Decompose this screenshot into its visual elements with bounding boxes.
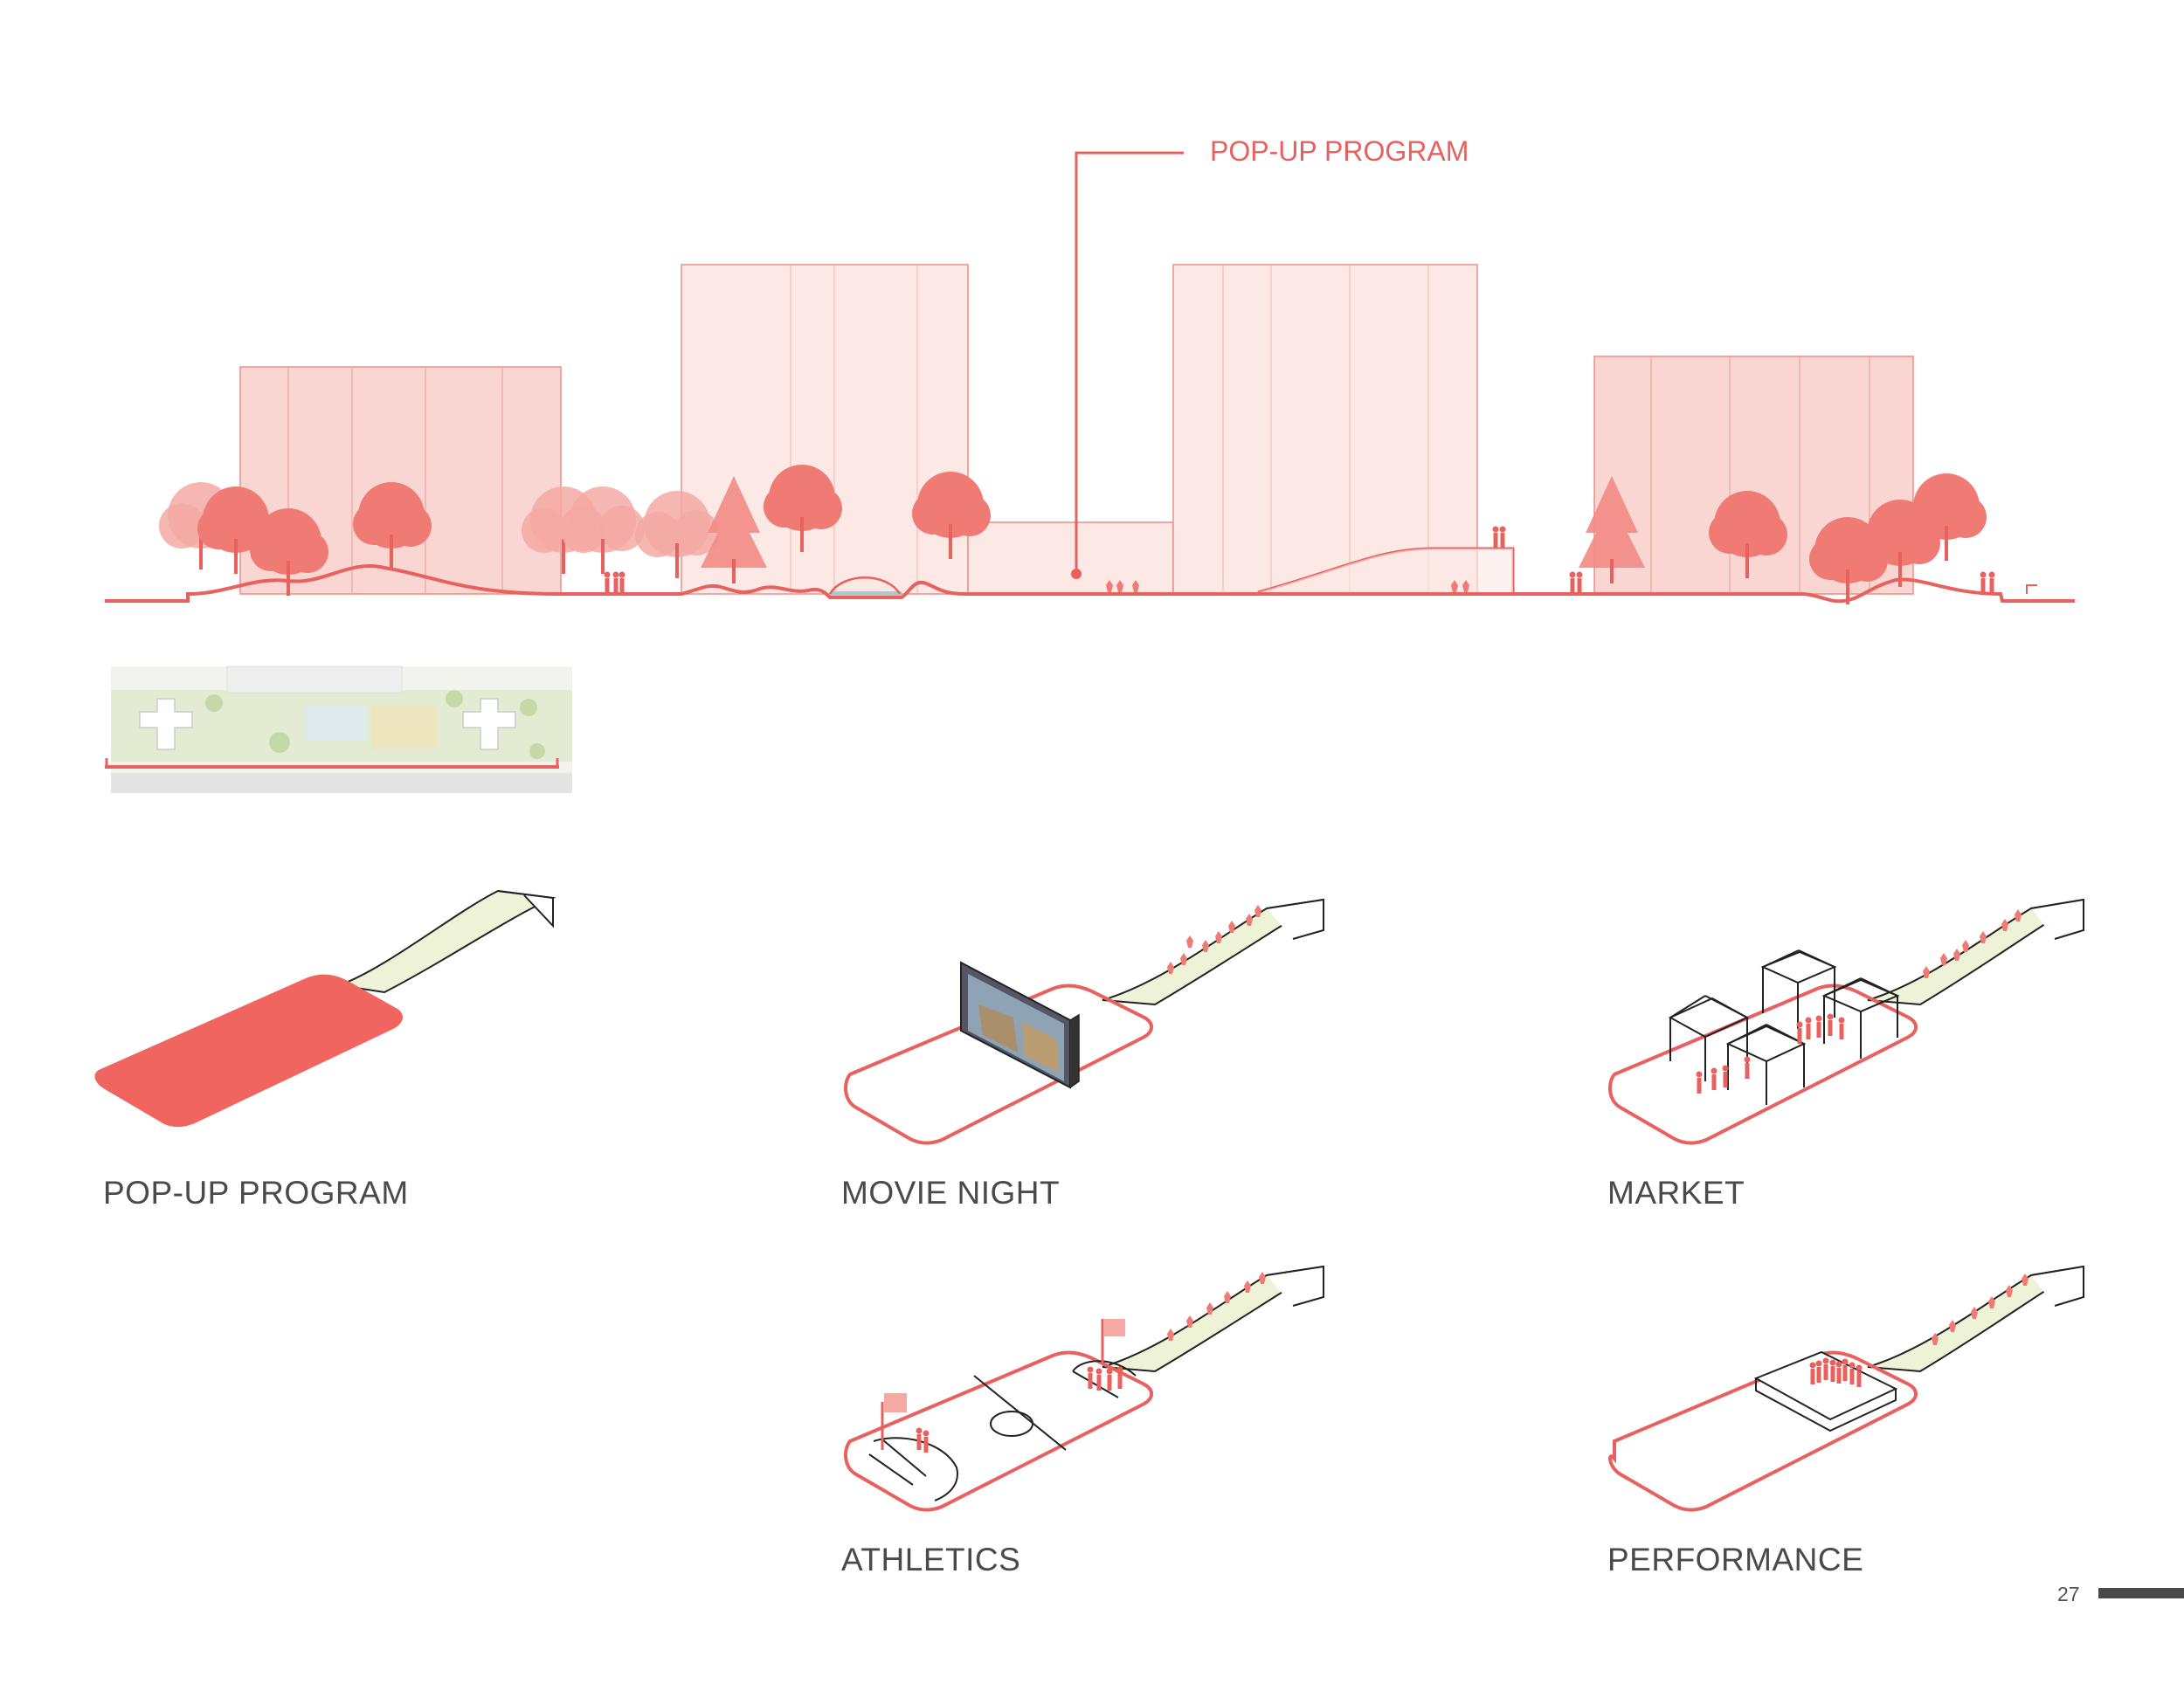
callout-leader bbox=[1075, 151, 1184, 574]
movie-plaza-outline bbox=[844, 984, 1153, 1145]
label-popup-program: POP-UP PROGRAM bbox=[103, 1175, 409, 1211]
court-markings bbox=[868, 1360, 1137, 1501]
athletics-court-outline bbox=[844, 1350, 1153, 1512]
building-3 bbox=[1172, 264, 1478, 595]
label-performance: PERFORMANCE bbox=[1607, 1542, 1864, 1577]
popup-plaza-fill bbox=[94, 974, 404, 1128]
callout-label: POP-UP PROGRAM bbox=[1210, 135, 1469, 167]
scenario-performance-diagram bbox=[1608, 1265, 2084, 1512]
hoops bbox=[881, 1319, 1125, 1450]
ground-line bbox=[105, 563, 2075, 604]
label-movie-night: MOVIE NIGHT bbox=[841, 1175, 1061, 1211]
water-feature bbox=[830, 591, 902, 599]
scenario-athletics-diagram bbox=[844, 1265, 1324, 1512]
label-athletics: ATHLETICS bbox=[841, 1542, 1021, 1577]
performance-plaza-outline bbox=[1608, 1350, 1918, 1512]
label-market: MARKET bbox=[1607, 1175, 1745, 1211]
callout-dot bbox=[1071, 569, 1082, 579]
connector-building bbox=[967, 521, 1174, 595]
key-plan bbox=[105, 666, 572, 793]
page-number: 27 bbox=[2057, 1583, 2080, 1605]
market-tents bbox=[1668, 949, 1900, 1105]
page-number-bar bbox=[2098, 1588, 2184, 1598]
scenario-movie-diagram bbox=[844, 898, 1324, 1145]
section-elevation bbox=[105, 151, 2075, 604]
scenario-market-diagram bbox=[1608, 898, 2084, 1145]
scenario-popup-diagram bbox=[94, 889, 556, 1128]
